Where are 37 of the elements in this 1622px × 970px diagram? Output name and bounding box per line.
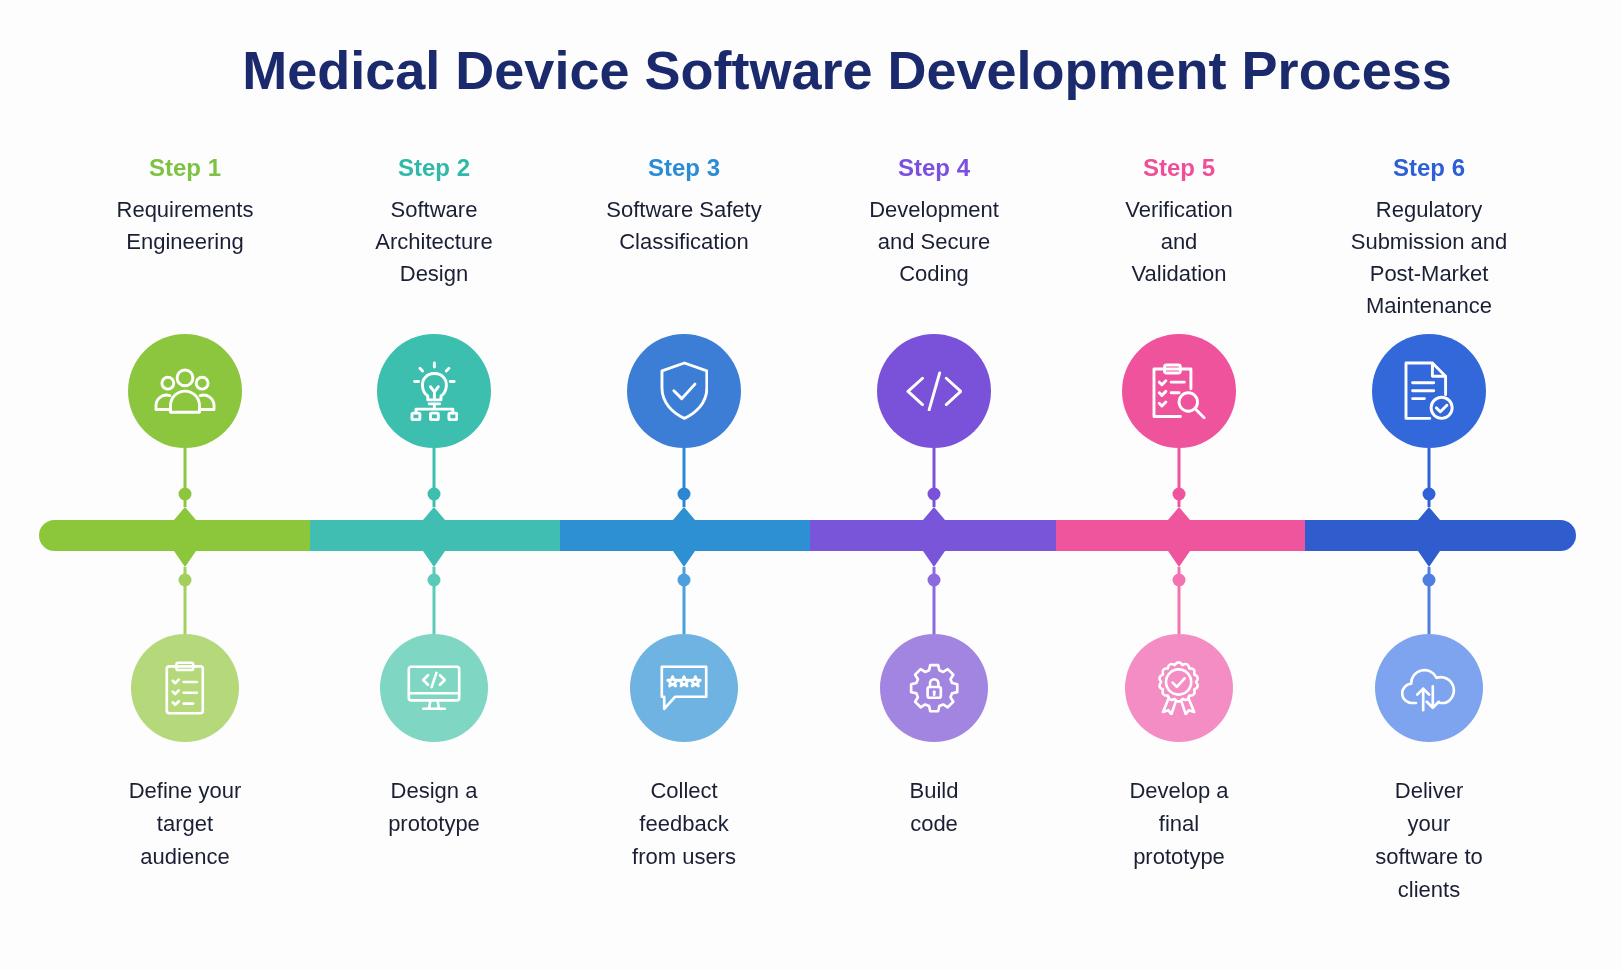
connector-line (427, 567, 441, 634)
connector-line (927, 448, 941, 507)
timeline-segment (1056, 507, 1305, 567)
connector-line (1422, 567, 1436, 634)
connector-line (178, 567, 192, 634)
timeline-segment (39, 507, 310, 567)
timeline-segment (310, 507, 560, 567)
step-description: Design a prototype (387, 777, 481, 838)
step-title: Development and Secure Coding (868, 196, 1000, 288)
connector-line (677, 448, 691, 507)
step-number: Step 4 (898, 153, 970, 183)
step-description: Deliver your software to clients (1374, 777, 1484, 904)
step-description: Collect feedback from users (631, 777, 737, 871)
step-number: Step 1 (149, 153, 221, 183)
connector-line (427, 448, 441, 507)
step-number: Step 5 (1143, 153, 1215, 183)
step-description: Build code (909, 777, 959, 838)
title: Medical Device Software Development Process (242, 39, 1452, 101)
step-description: Develop a final prototype (1128, 777, 1230, 871)
connector-line (1172, 448, 1186, 507)
timeline-segment (560, 507, 810, 567)
step-number: Step 3 (648, 153, 720, 183)
step-number: Step 2 (398, 153, 470, 183)
step-number: Step 6 (1393, 153, 1465, 183)
connector-line (1172, 567, 1186, 634)
step-title: Regulatory Submission and Post-Market Maintenance (1350, 196, 1508, 320)
step-title: Requirements Engineering (116, 196, 254, 256)
step-description: Define your target audience (128, 777, 242, 871)
timeline-segment (1305, 507, 1576, 567)
connector-line (1422, 448, 1436, 507)
step-title: Software Safety Classification (605, 196, 763, 256)
connector-line (927, 567, 941, 634)
connector-line (677, 567, 691, 634)
step-title: Software Architecture Design (374, 196, 494, 288)
connector-line (178, 448, 192, 507)
timeline-segment (810, 507, 1056, 567)
step-title: Verification and Validation (1124, 196, 1234, 288)
